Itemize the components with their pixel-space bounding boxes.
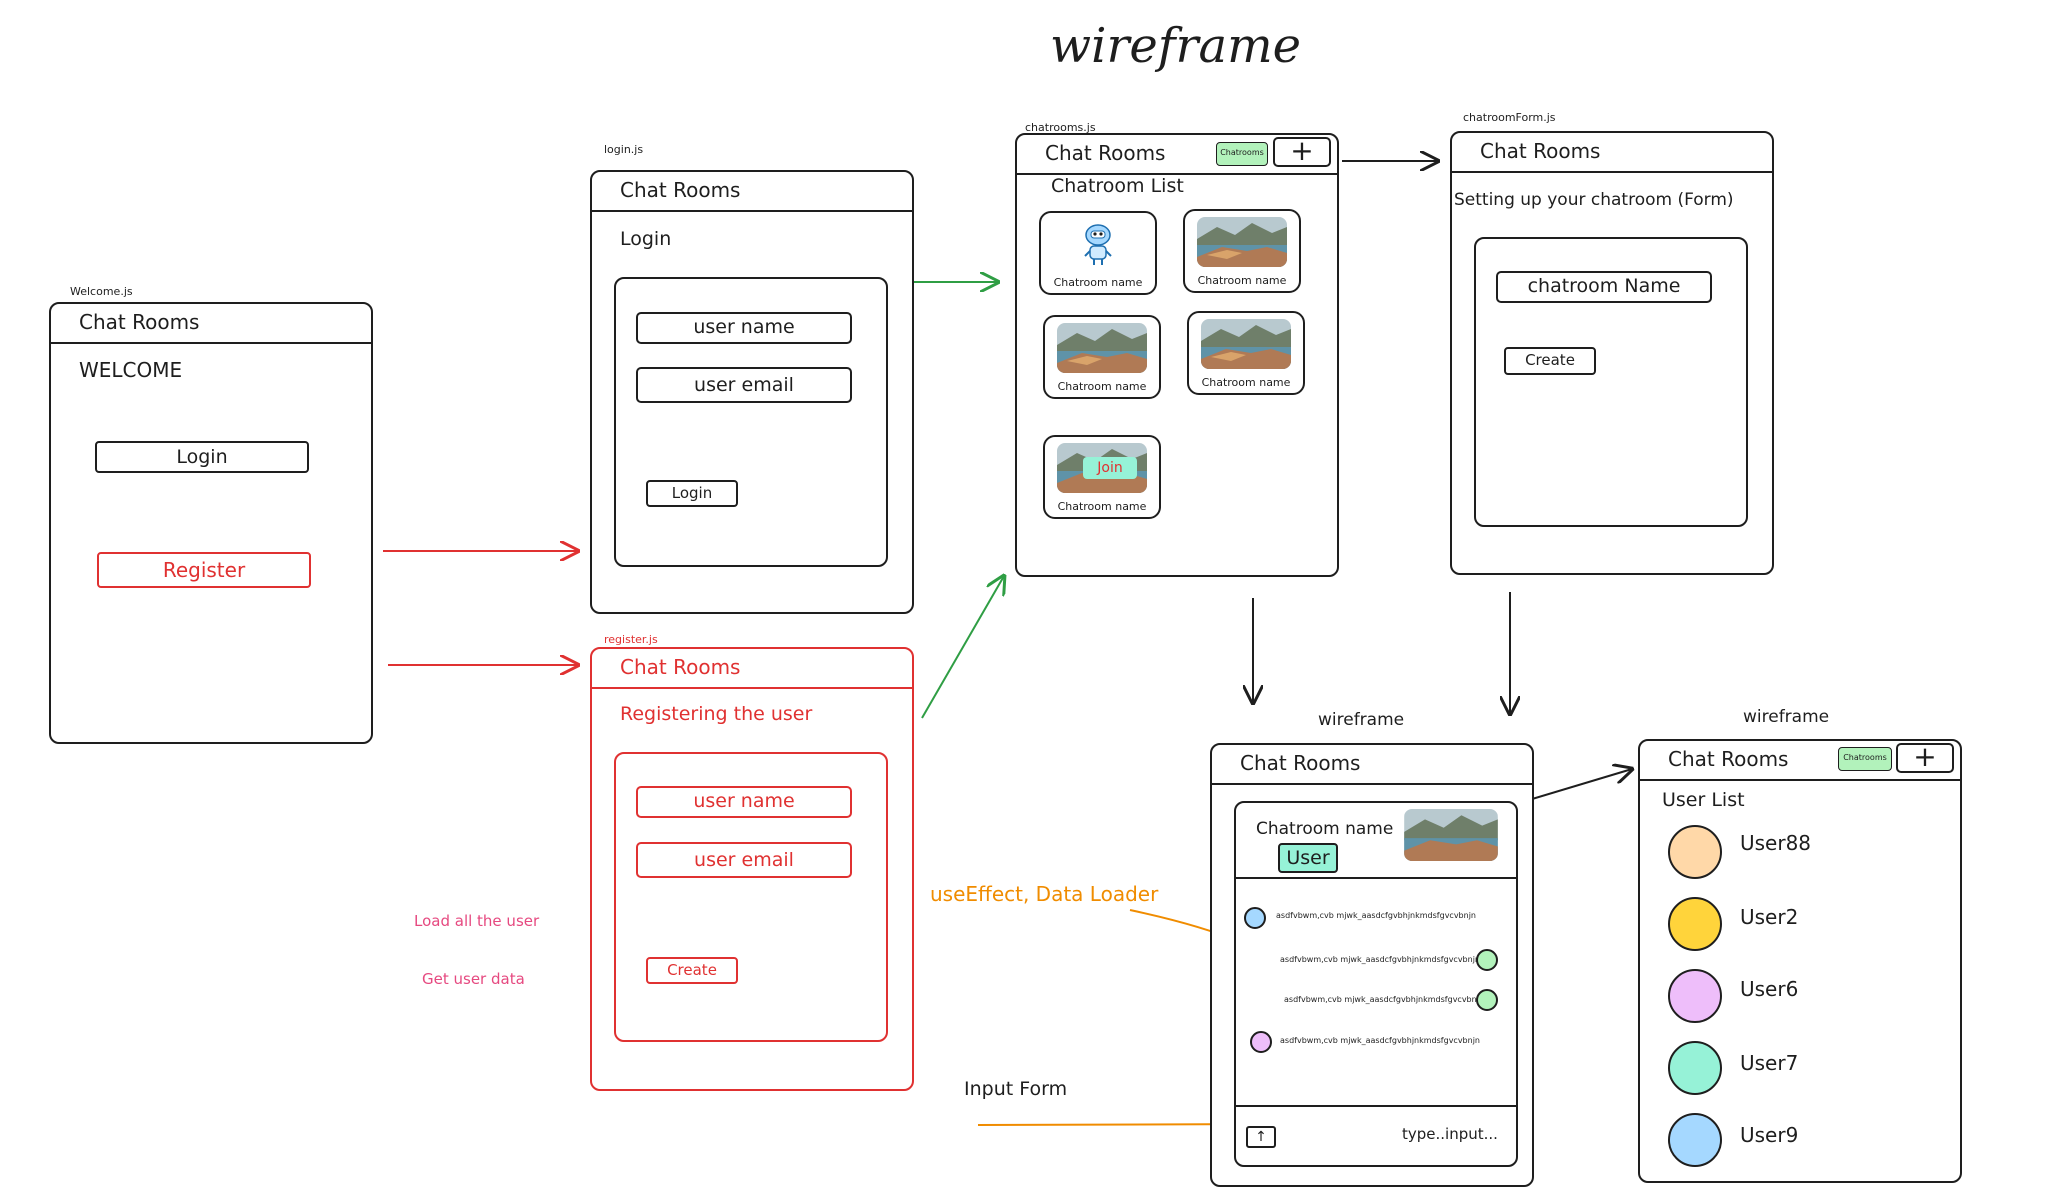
user-avatar bbox=[1668, 825, 1722, 879]
message-text: asdfvbwm,cvb mjwk_aasdcfgvbhjnkmdsfgvcvb… bbox=[1280, 1036, 1480, 1045]
register-username-field[interactable]: user name bbox=[636, 786, 852, 818]
chatroom-card[interactable]: Join Chatroom name bbox=[1043, 435, 1161, 519]
login-heading: Login bbox=[620, 228, 672, 250]
chatroom-card-label: Chatroom name bbox=[1053, 276, 1143, 289]
welcome-file-label: Welcome.js bbox=[70, 285, 133, 298]
user-button[interactable]: User bbox=[1278, 843, 1338, 873]
user-name[interactable]: User6 bbox=[1740, 977, 1799, 1001]
userlist-wireframe-label: wireframe bbox=[1743, 707, 1830, 727]
chatroom-card-label: Chatroom name bbox=[1197, 274, 1287, 287]
chatrooms-file-label: chatrooms.js bbox=[1025, 121, 1096, 134]
chat-header-title: Chat Rooms bbox=[1240, 751, 1361, 775]
chatroom-card-label: Chatroom name bbox=[1201, 376, 1291, 389]
chatrooms-header: Chat Rooms Chatrooms + bbox=[1017, 135, 1337, 175]
get-user-data-note: Get user data bbox=[422, 970, 525, 988]
message-avatar bbox=[1476, 989, 1498, 1011]
register-screen: Chat Rooms Registering the user user nam… bbox=[590, 647, 914, 1091]
chat-panel: Chatroom name User asdfvbwm,cvb mjwk_aas… bbox=[1234, 801, 1518, 1167]
chat-room-name: Chatroom name bbox=[1256, 819, 1394, 839]
page-title: wireframe bbox=[1050, 18, 1302, 74]
landscape-image bbox=[1057, 323, 1147, 373]
userlist-add-button[interactable]: + bbox=[1896, 743, 1954, 773]
register-header-title: Chat Rooms bbox=[620, 655, 741, 679]
chat-divider bbox=[1236, 877, 1516, 879]
chatroom-card[interactable]: Chatroom name bbox=[1039, 211, 1157, 295]
register-create-button[interactable]: Create bbox=[646, 957, 738, 984]
user-name[interactable]: User9 bbox=[1740, 1123, 1799, 1147]
login-header-title: Chat Rooms bbox=[620, 178, 741, 202]
form-header-title: Chat Rooms bbox=[1480, 139, 1601, 163]
load-users-note: Load all the user bbox=[414, 912, 540, 930]
landscape-image bbox=[1197, 217, 1287, 267]
register-header: Chat Rooms bbox=[592, 649, 912, 689]
chat-header: Chat Rooms bbox=[1212, 745, 1532, 785]
message-text: asdfvbwm,cvb mjwk_aasdcfgvbhjnkmdsfgvcvb… bbox=[1284, 995, 1484, 1004]
chatrooms-screen: Chat Rooms Chatrooms + Chatroom List Cha… bbox=[1015, 133, 1339, 577]
chatrooms-nav-pill[interactable]: Chatrooms bbox=[1216, 142, 1268, 166]
chatroom-form-screen: Chat Rooms Setting up your chatroom (For… bbox=[1450, 131, 1774, 575]
register-heading: Registering the user bbox=[620, 703, 813, 725]
register-email-field[interactable]: user email bbox=[636, 842, 852, 878]
chatroom-name-field[interactable]: chatroom Name bbox=[1496, 271, 1712, 303]
message-avatar bbox=[1244, 907, 1266, 929]
chat-message-input[interactable]: type..input... bbox=[1402, 1125, 1498, 1143]
chatroom-form: chatroom Name Create bbox=[1474, 237, 1748, 527]
userlist-header-title: Chat Rooms bbox=[1668, 747, 1789, 771]
welcome-header-title: Chat Rooms bbox=[79, 310, 200, 334]
user-avatar bbox=[1668, 1113, 1722, 1167]
login-screen: Chat Rooms Login user name user email Lo… bbox=[590, 170, 914, 614]
welcome-screen: Chat Rooms WELCOME Login Register bbox=[49, 302, 373, 744]
user-avatar bbox=[1668, 969, 1722, 1023]
use-effect-note: useEffect, Data Loader bbox=[930, 882, 1159, 906]
chat-wireframe-label: wireframe bbox=[1318, 710, 1405, 730]
chatrooms-header-title: Chat Rooms bbox=[1045, 141, 1166, 165]
user-name[interactable]: User2 bbox=[1740, 905, 1799, 929]
message-avatar bbox=[1250, 1031, 1272, 1053]
form-header: Chat Rooms bbox=[1452, 133, 1772, 173]
login-email-field[interactable]: user email bbox=[636, 367, 852, 403]
user-avatar bbox=[1668, 897, 1722, 951]
form-create-button[interactable]: Create bbox=[1504, 347, 1596, 375]
login-file-label: login.js bbox=[604, 143, 644, 156]
chat-input-divider bbox=[1236, 1105, 1516, 1107]
chatroom-card-label: Chatroom name bbox=[1057, 500, 1147, 513]
form-file-label: chatroomForm.js bbox=[1463, 111, 1556, 124]
landscape-image bbox=[1201, 319, 1291, 369]
join-chatroom-button[interactable]: Join bbox=[1083, 457, 1137, 479]
welcome-register-button[interactable]: Register bbox=[97, 552, 311, 588]
userlist-header: Chat Rooms Chatrooms + bbox=[1640, 741, 1960, 781]
robot-icon bbox=[1053, 219, 1143, 269]
chat-room-image bbox=[1404, 809, 1498, 861]
chatrooms-heading: Chatroom List bbox=[1051, 175, 1184, 197]
welcome-login-button[interactable]: Login bbox=[95, 441, 309, 473]
user-name[interactable]: User88 bbox=[1740, 831, 1812, 855]
chatroom-card-label: Chatroom name bbox=[1057, 380, 1147, 393]
user-list-screen: Chat Rooms Chatrooms + User List User88 … bbox=[1638, 739, 1962, 1183]
chat-screen: Chat Rooms Chatroom name User asdfvbwm,c… bbox=[1210, 743, 1534, 1187]
user-name[interactable]: User7 bbox=[1740, 1051, 1799, 1075]
login-username-field[interactable]: user name bbox=[636, 312, 852, 344]
message-text: asdfvbwm,cvb mjwk_aasdcfgvbhjnkmdsfgvcvb… bbox=[1276, 911, 1476, 920]
message-avatar bbox=[1476, 949, 1498, 971]
login-form: user name user email Login bbox=[614, 277, 888, 567]
userlist-heading: User List bbox=[1662, 789, 1745, 811]
form-heading: Setting up your chatroom (Form) bbox=[1454, 190, 1734, 210]
add-chatroom-button[interactable]: + bbox=[1273, 137, 1331, 167]
input-form-note: Input Form bbox=[964, 1078, 1068, 1100]
welcome-heading: WELCOME bbox=[79, 358, 183, 382]
login-header: Chat Rooms bbox=[592, 172, 912, 212]
chatroom-card[interactable]: Chatroom name bbox=[1183, 209, 1301, 293]
arrow-register-to-chatrooms bbox=[921, 576, 1004, 719]
register-file-label: register.js bbox=[604, 633, 658, 646]
login-submit-button[interactable]: Login bbox=[646, 480, 738, 507]
welcome-header: Chat Rooms bbox=[51, 304, 371, 344]
register-form: user name user email Create bbox=[614, 752, 888, 1042]
chatroom-card[interactable]: Chatroom name bbox=[1043, 315, 1161, 399]
message-text: asdfvbwm,cvb mjwk_aasdcfgvbhjnkmdsfgvcvb… bbox=[1280, 955, 1480, 964]
userlist-nav-pill[interactable]: Chatrooms bbox=[1838, 747, 1892, 771]
user-avatar bbox=[1668, 1041, 1722, 1095]
chatroom-card[interactable]: Chatroom name bbox=[1187, 311, 1305, 395]
upload-icon[interactable]: ↑ bbox=[1246, 1126, 1276, 1148]
